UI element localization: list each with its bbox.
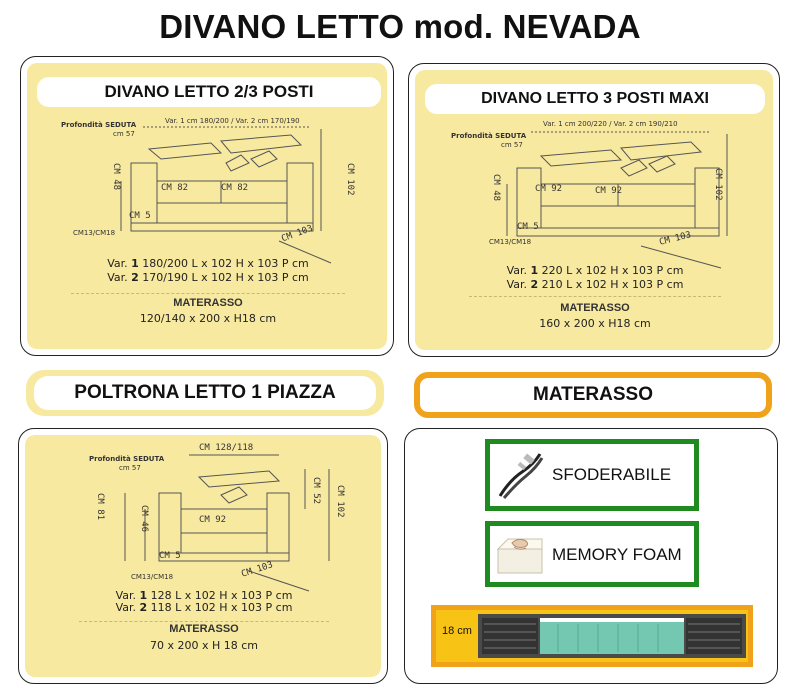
- zipper-icon: [498, 453, 544, 499]
- height-back-dim: CM 52: [311, 477, 321, 505]
- variant-2-line: Var. 2 118 L x 102 H x 103 P cm: [115, 601, 293, 614]
- seat-right-dim: CM 92: [595, 186, 623, 196]
- mattress-value: 160 x 200 x H18 cm: [539, 317, 651, 330]
- leg-dim: CM 5: [517, 222, 539, 232]
- feature-removable-cover: SFODERABILE: [485, 439, 699, 511]
- variant-2-line: Var. 2 170/190 L x 102 H x 103 P cm: [107, 271, 309, 284]
- sofa-3-maxi-panel: [415, 70, 773, 350]
- mattress-heading: MATERASSO: [533, 384, 653, 405]
- mattress-label: MATERASSO: [169, 623, 239, 635]
- seat-left-dim: CM 82: [161, 183, 189, 193]
- variant-1-line: Var. 1 220 L x 102 H x 103 P cm: [506, 264, 684, 277]
- feature-memory-foam: MEMORY FOAM: [485, 521, 699, 587]
- depth-value: cm 57: [501, 141, 523, 149]
- sofa-3-maxi-card: DIVANO LETTO 3 POSTI MAXI Profondità SED…: [408, 63, 780, 357]
- mattress-label: MATERASSO: [173, 297, 243, 309]
- mattress-section-box: 18 cm: [431, 605, 753, 667]
- depth-label: Profondità SEDUTA: [451, 132, 527, 140]
- leg-alt-dim: CM13/CM18: [73, 229, 116, 237]
- depth-label: Profondità SEDUTA: [89, 455, 165, 463]
- mattress-label: MATERASSO: [560, 302, 630, 314]
- armchair-panel: [25, 435, 381, 677]
- seat-right-dim: CM 82: [221, 183, 249, 193]
- leg-alt-dim: CM13/CM18: [131, 573, 174, 581]
- armchair-heading: POLTRONA LETTO 1 PIAZZA: [34, 376, 376, 410]
- mattress-heading-card: MATERASSO: [414, 372, 772, 418]
- depth-value: cm 57: [119, 464, 141, 472]
- divider: [79, 621, 329, 622]
- depth-label: Profondità SEDUTA: [61, 121, 137, 129]
- mattress-section-icon: [478, 614, 746, 658]
- sofa-3-maxi-drawing-icon: [506, 131, 728, 269]
- width-dim: CM 128/118: [199, 443, 254, 453]
- width-variants: Var. 1 cm 200/220 / Var. 2 cm 190/210: [543, 120, 678, 128]
- height-right-dim: CM 102: [713, 168, 723, 201]
- leg-dim: CM 5: [159, 551, 181, 561]
- armchair-drawing-icon: [124, 454, 330, 592]
- height-outer-dim: CM 81: [95, 493, 105, 521]
- height-right-dim: CM 102: [345, 163, 355, 196]
- height-total-dim: CM 102: [335, 485, 345, 518]
- mattress-value: 70 x 200 x H 18 cm: [149, 639, 259, 652]
- page-title: DIVANO LETTO mod. NEVADA: [159, 8, 641, 45]
- sofa-2-3-card: DIVANO LETTO 2/3 POSTI Profondità SEDUTA…: [20, 56, 394, 356]
- variant-2-line: Var. 2 210 L x 102 H x 103 P cm: [506, 278, 684, 291]
- seat-left-dim: CM 92: [535, 184, 563, 194]
- leg-dim: CM 5: [129, 211, 151, 221]
- memory-foam-icon: [496, 538, 543, 574]
- height-left-dim: CM 48: [491, 174, 501, 202]
- height-seat-dim: CM 46: [139, 505, 149, 533]
- armchair-card: Profondità SEDUTA cm 57 CM 128/118 CM 92…: [18, 428, 388, 684]
- mattress-value: 120/140 x 200 x H18 cm: [139, 312, 277, 325]
- variant-1-line: Var. 1 180/200 L x 102 H x 103 P cm: [107, 257, 309, 270]
- width-variants: Var. 1 cm 180/200 / Var. 2 cm 170/190: [165, 117, 300, 125]
- sofa-2-3-drawing-icon: [120, 126, 332, 264]
- variant-1-line: Var. 1 128 L x 102 H x 103 P cm: [115, 589, 293, 602]
- divider: [469, 296, 721, 297]
- depth-value: cm 57: [113, 130, 135, 138]
- leg-alt-dim: CM13/CM18: [489, 238, 532, 246]
- feature-memory-foam-label: MEMORY FOAM: [552, 545, 682, 564]
- divider: [71, 293, 345, 294]
- sofa-2-3-heading: DIVANO LETTO 2/3 POSTI: [37, 77, 381, 107]
- armchair-heading-card: POLTRONA LETTO 1 PIAZZA: [26, 370, 384, 416]
- seat-dim: CM 92: [199, 515, 227, 525]
- sofa-3-maxi-heading: DIVANO LETTO 3 POSTI MAXI: [425, 84, 765, 114]
- mattress-card: SFODERABILE MEMORY FOAM 18 cm: [404, 428, 778, 684]
- mattress-thickness-label: 18 cm: [442, 625, 472, 637]
- feature-removable-cover-label: SFODERABILE: [552, 465, 672, 484]
- height-left-dim: CM 48: [111, 163, 121, 191]
- sofa-2-3-panel: [27, 63, 387, 349]
